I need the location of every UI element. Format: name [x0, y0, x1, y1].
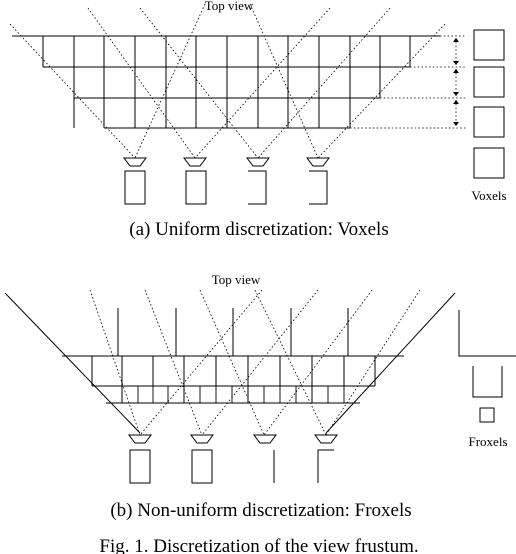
panel-b-caption: (b) Non-uniform discretization: Froxels — [110, 500, 411, 521]
panel-a-top-view-label: Top view — [205, 0, 254, 13]
panel-a-dimension-markers — [350, 35, 466, 129]
panel-b-far-froxel-dividers — [117, 308, 349, 356]
panel-a-camera-2-icon — [183, 157, 207, 205]
panel-b-camera-4-icon — [314, 434, 338, 483]
panel-b-camera-1-icon — [128, 434, 152, 484]
voxels-legend-label: Voxels — [471, 188, 506, 203]
panel-a-camera-4-icon — [306, 157, 330, 205]
panel-b-froxel-legend: Froxels — [458, 310, 516, 449]
panel-b-top-view-label: Top view — [212, 272, 261, 287]
panel-a-view-rays — [9, 3, 446, 159]
froxel-legend-medium — [472, 366, 503, 398]
panel-a-camera-3-icon — [246, 157, 270, 205]
figure-caption: Fig. 1. Discretization of the view frust… — [99, 536, 418, 554]
froxel-legend-small — [479, 407, 495, 423]
panel-a-uniform-voxels: Top view — [9, 0, 507, 240]
panel-b-camera-2-icon — [190, 434, 214, 484]
panel-b-camera-3-icon — [253, 434, 277, 483]
panel-a-voxel-legend: Voxels — [471, 29, 507, 203]
panel-a-camera-1-icon — [123, 157, 147, 205]
panel-b-frustum-boundary — [4, 292, 456, 434]
froxel-legend-large — [458, 310, 516, 357]
voxel-legend-box-4 — [473, 147, 505, 179]
froxels-legend-label: Froxels — [469, 434, 508, 449]
panel-b-froxel-grid — [62, 355, 404, 404]
panel-b-view-rays — [89, 289, 421, 436]
panel-a-voxel-grid — [12, 35, 440, 129]
voxel-legend-box-3 — [473, 106, 505, 138]
panel-b-non-uniform-froxels: Top view — [4, 272, 516, 521]
voxel-legend-box-2 — [473, 66, 505, 98]
panel-a-caption: (a) Uniform discretization: Voxels — [129, 219, 388, 240]
voxel-legend-box-1 — [473, 29, 505, 61]
